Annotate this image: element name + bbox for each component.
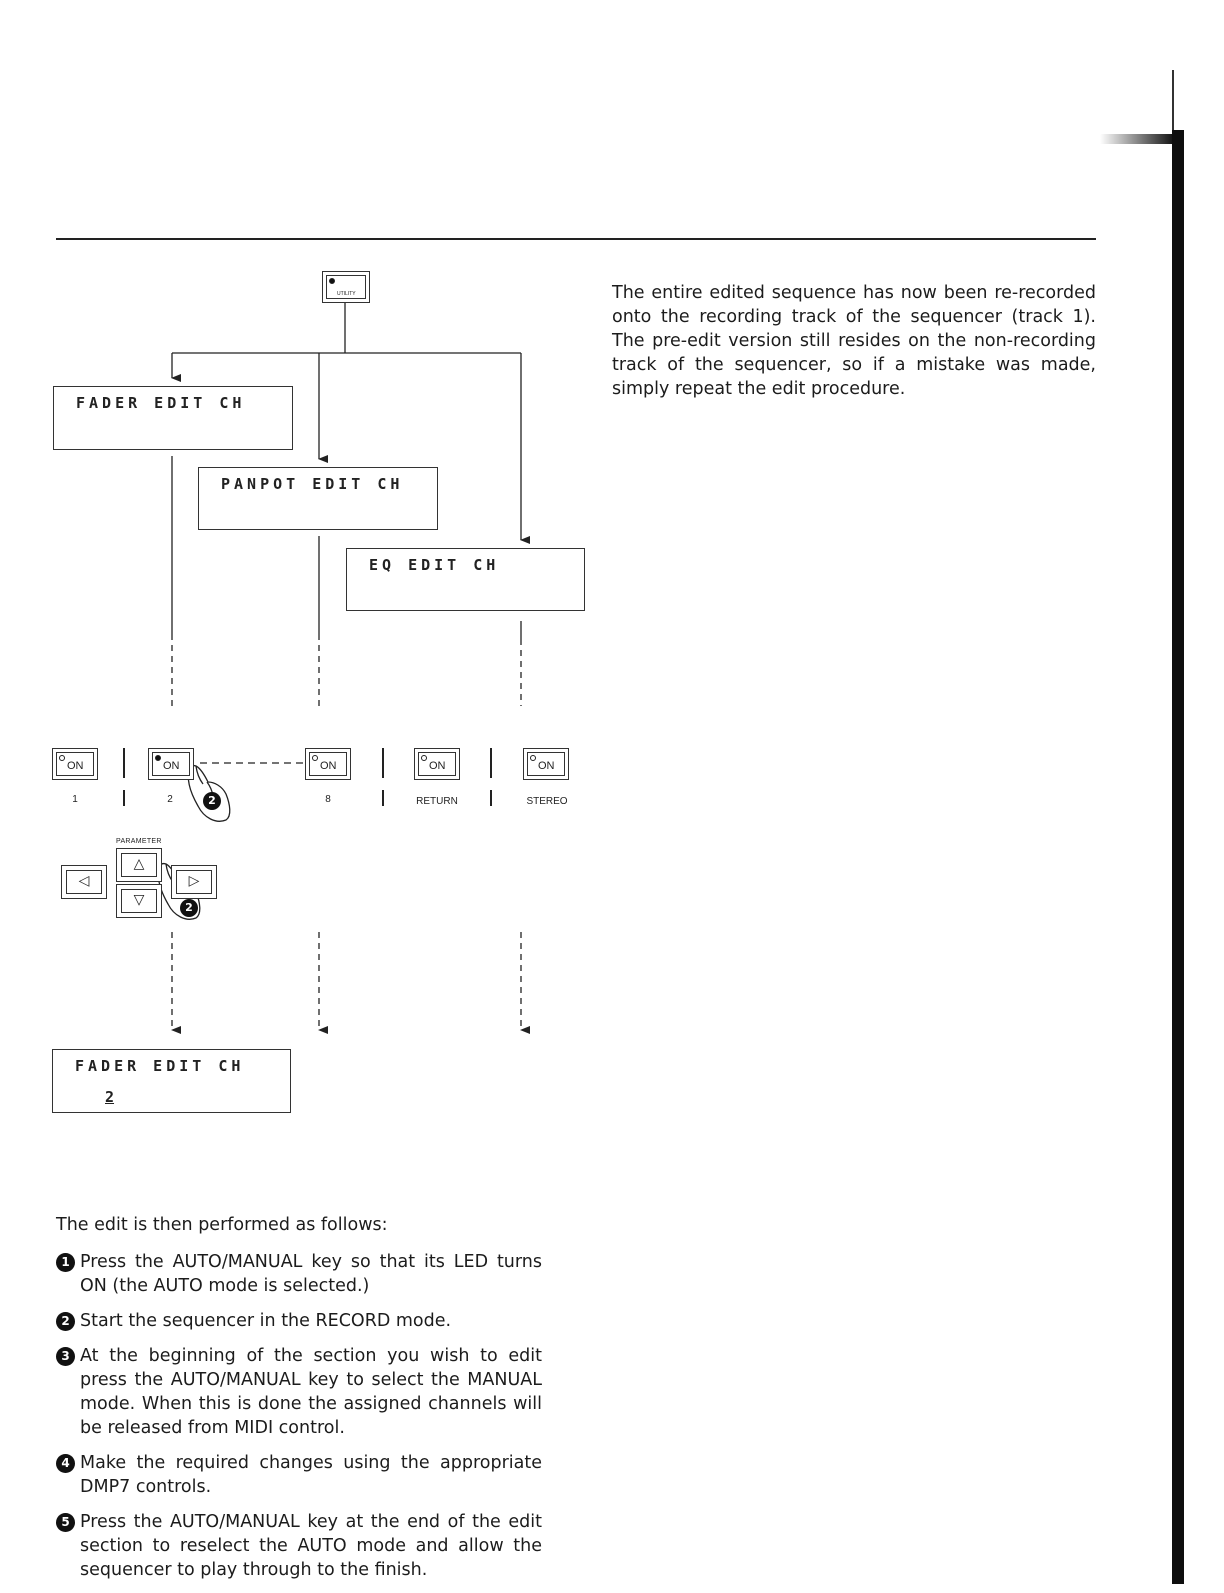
led-off-icon: [312, 755, 318, 761]
header-rule: [56, 238, 1096, 240]
binding-edge: [1172, 130, 1184, 1584]
eq-edit-display: EQ EDIT CH: [346, 548, 585, 611]
cursor-left-key[interactable]: ◁: [61, 865, 107, 899]
fader-edit-result-value: 2: [105, 1088, 115, 1106]
on-key-8[interactable]: ON: [305, 748, 351, 780]
fader-edit-display-text: FADER EDIT CH: [76, 394, 246, 412]
step-callout-badge: 2: [203, 792, 221, 810]
on-key-label: ON: [67, 760, 84, 772]
parameter-up-key[interactable]: △: [116, 848, 162, 882]
procedure-step: 3 At the beginning of the section you wi…: [56, 1344, 542, 1440]
step-number-badge: 5: [56, 1513, 75, 1532]
fader-edit-result-title: FADER EDIT CH: [75, 1057, 245, 1075]
utility-key-label: UTILITY: [337, 291, 356, 297]
step-text: Start the sequencer in the RECORD mode.: [80, 1311, 452, 1331]
binding-edge-cap: [1100, 134, 1174, 144]
led-off-icon: [421, 755, 427, 761]
on-key-label: ON: [429, 760, 446, 772]
procedure-step: 2 Start the sequencer in the RECORD mode…: [56, 1309, 542, 1333]
parameter-label: PARAMETER: [116, 838, 162, 845]
step-text: Press the AUTO/MANUAL key so that its LE…: [80, 1252, 542, 1296]
led-on-icon: [155, 755, 161, 761]
panpot-edit-display: PANPOT EDIT CH: [198, 467, 438, 530]
eq-edit-display-text: EQ EDIT CH: [369, 556, 500, 574]
right-arrow-icon: ▷: [188, 873, 200, 889]
on-key-stereo[interactable]: ON: [523, 748, 569, 780]
step-number-badge: 3: [56, 1347, 75, 1366]
down-arrow-icon: ▽: [133, 892, 145, 908]
panpot-edit-display-text: PANPOT EDIT CH: [221, 475, 404, 493]
binding-edge-top: [1172, 70, 1174, 140]
fader-edit-result-display: FADER EDIT CH 2: [52, 1049, 291, 1113]
step-number-badge: 2: [56, 1312, 75, 1331]
on-key-label: ON: [320, 760, 337, 772]
on-key-2[interactable]: ON: [148, 748, 194, 780]
cursor-right-key[interactable]: ▷: [171, 865, 217, 899]
on-key-caption-8: 8: [325, 794, 331, 805]
utility-led-icon: [329, 278, 335, 284]
fader-edit-display: FADER EDIT CH: [53, 386, 293, 450]
up-arrow-icon: △: [133, 856, 145, 872]
on-key-1[interactable]: ON: [52, 748, 98, 780]
procedure-intro: The edit is then performed as follows:: [56, 1215, 388, 1235]
procedure-step: 5 Press the AUTO/MANUAL key at the end o…: [56, 1510, 542, 1582]
on-key-caption-2: 2: [167, 794, 173, 805]
on-key-label: ON: [538, 760, 555, 772]
on-key-label: ON: [163, 760, 180, 772]
procedure-step: 1 Press the AUTO/MANUAL key so that its …: [56, 1250, 542, 1298]
step-callout-badge: 2: [180, 899, 198, 917]
result-paragraph: The entire edited sequence has now been …: [612, 283, 1096, 399]
procedure-step: 4 Make the required changes using the ap…: [56, 1451, 542, 1499]
on-key-caption-1: 1: [72, 794, 78, 805]
led-off-icon: [530, 755, 536, 761]
utility-key[interactable]: UTILITY: [322, 271, 370, 303]
led-off-icon: [59, 755, 65, 761]
step-text: Make the required changes using the appr…: [80, 1453, 542, 1497]
on-key-caption-return: RETURN: [416, 796, 458, 807]
left-arrow-icon: ◁: [78, 873, 90, 889]
step-text: At the beginning of the section you wish…: [80, 1346, 542, 1438]
step-number-badge: 1: [56, 1253, 75, 1272]
step-text: Press the AUTO/MANUAL key at the end of …: [80, 1512, 542, 1580]
parameter-down-key[interactable]: ▽: [116, 884, 162, 918]
on-key-caption-stereo: STEREO: [526, 796, 568, 807]
step-number-badge: 4: [56, 1454, 75, 1473]
procedure-steps: 1 Press the AUTO/MANUAL key so that its …: [56, 1250, 542, 1593]
on-key-return[interactable]: ON: [414, 748, 460, 780]
